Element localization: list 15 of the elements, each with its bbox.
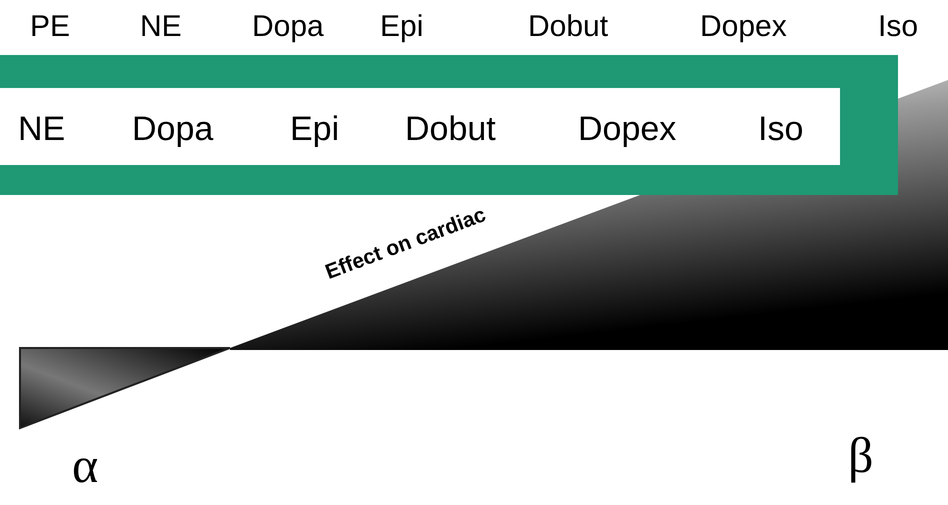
alpha-symbol: α — [72, 440, 98, 490]
drug-label: Dobut — [405, 112, 496, 146]
axis-caption: Effect on cardiac — [322, 204, 489, 283]
drug-label: Epi — [380, 12, 424, 42]
drug-label: Dobut — [528, 12, 608, 42]
drug-label: Epi — [290, 112, 340, 146]
drug-label: Iso — [758, 112, 804, 146]
drug-label: Dopa — [252, 12, 324, 42]
drug-label: PE — [30, 12, 70, 42]
drug-label: NE — [18, 112, 66, 146]
drug-label: Dopa — [132, 112, 214, 146]
drug-label: NE — [140, 12, 182, 42]
drug-label: Dopex — [700, 12, 787, 42]
drug-label: Iso — [878, 12, 918, 42]
drug-label: Dopex — [578, 112, 676, 146]
